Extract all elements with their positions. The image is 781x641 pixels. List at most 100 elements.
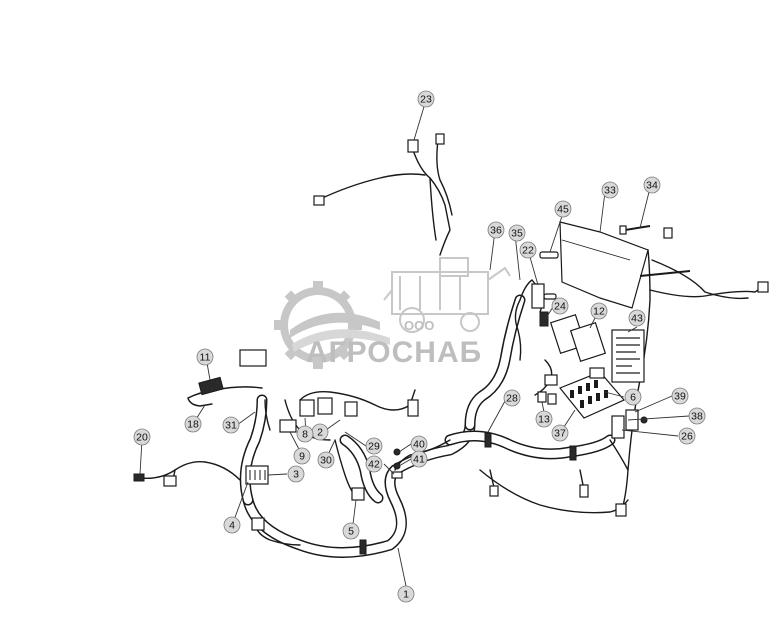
- callout-number: 24: [554, 301, 566, 313]
- callout-bubble: [410, 450, 428, 468]
- callout-11: 11: [196, 348, 214, 366]
- callout-number: 42: [368, 459, 380, 471]
- callout-bubble: [554, 200, 572, 218]
- connector-24: [539, 311, 549, 327]
- callout-29: 29: [365, 437, 383, 455]
- callout-26: 26: [678, 427, 696, 445]
- callout-13: 13: [535, 410, 553, 428]
- callout-number: 35: [511, 228, 523, 240]
- callout-bubble: [417, 90, 435, 108]
- callout-4: 4: [223, 516, 241, 534]
- callout-33: 33: [601, 181, 619, 199]
- callout-bubble: [628, 309, 646, 327]
- callout-1: 1: [397, 585, 415, 603]
- connector-34b: [663, 227, 673, 239]
- callout-bubble: [397, 585, 415, 603]
- callout-bubble: [678, 427, 696, 445]
- cable-tie-1: [484, 432, 492, 448]
- callout-bubble: [365, 455, 383, 473]
- terminal-20: [133, 473, 145, 482]
- callout-22: 22: [519, 241, 537, 259]
- callout-number: 40: [413, 439, 425, 451]
- connector-8b: [317, 397, 333, 415]
- connector-8a: [299, 399, 315, 417]
- connector-top-mid: [407, 399, 419, 417]
- nut-42: [391, 471, 403, 479]
- callout-number: 28: [506, 393, 518, 405]
- callout-20: 20: [133, 428, 151, 446]
- callout-number: 11: [200, 352, 211, 364]
- callout-5: 5: [342, 522, 360, 540]
- gear-icon: [274, 281, 390, 369]
- combine-harvester-icon: [383, 257, 511, 333]
- fuse-box: [559, 371, 625, 419]
- callout-9: 9: [293, 447, 311, 465]
- callout-bubble: [296, 425, 314, 443]
- callout-36: 36: [487, 221, 505, 239]
- callout-28: 28: [503, 389, 521, 407]
- callout-bubble: [184, 415, 202, 433]
- callout-number: 12: [593, 306, 605, 318]
- callout-bubble: [624, 388, 642, 406]
- callout-number: 9: [299, 451, 305, 463]
- connector-top-left: [239, 349, 267, 367]
- callout-bubble: [590, 302, 608, 320]
- callout-38: 38: [688, 407, 706, 425]
- callout-number: 41: [413, 454, 425, 466]
- callout-number: 26: [681, 431, 693, 443]
- clip-5: [351, 487, 365, 501]
- callout-42: 42: [365, 455, 383, 473]
- callout-bubble: [643, 176, 661, 194]
- callout-23: 23: [417, 90, 435, 108]
- callout-35: 35: [508, 224, 526, 242]
- callout-number: 43: [631, 313, 643, 325]
- callout-number: 33: [604, 185, 616, 197]
- callout-30: 30: [317, 451, 335, 469]
- callout-43: 43: [628, 309, 646, 327]
- callout-bubble: [365, 437, 383, 455]
- callout-bubble: [342, 522, 360, 540]
- connector-11: [198, 376, 224, 396]
- callout-number: 45: [557, 204, 569, 216]
- connector-4: [251, 517, 265, 531]
- connector-20b: [163, 475, 177, 487]
- callout-3: 3: [287, 465, 305, 483]
- callout-45: 45: [554, 200, 572, 218]
- connector-22: [531, 283, 545, 309]
- callout-number: 37: [554, 428, 566, 440]
- callout-41: 41: [410, 450, 428, 468]
- callout-bubble: [487, 221, 505, 239]
- connector-2: [344, 401, 358, 417]
- callout-bubble: [508, 224, 526, 242]
- connector-13: [544, 374, 558, 386]
- callout-31: 31: [222, 416, 240, 434]
- callout-number: 29: [368, 441, 380, 453]
- callout-bubble: [317, 451, 335, 469]
- connector-23c: [313, 195, 325, 206]
- callout-number: 36: [490, 225, 502, 237]
- callout-number: 22: [522, 245, 534, 257]
- callout-bubble: [688, 407, 706, 425]
- connector-right: [757, 281, 769, 293]
- callout-number: 38: [691, 411, 703, 423]
- connector-9: [279, 419, 297, 433]
- callout-bubble: [601, 181, 619, 199]
- callout-number: 31: [225, 420, 237, 432]
- callout-40: 40: [410, 435, 428, 453]
- watermark-company-type: ООО: [404, 318, 434, 333]
- washer-41: [393, 462, 401, 470]
- callout-bubble: [287, 465, 305, 483]
- connector-26: [611, 415, 625, 439]
- callout-number: 13: [538, 414, 550, 426]
- callout-number: 4: [229, 520, 235, 532]
- cable-tie-2: [569, 445, 577, 461]
- callout-bubble: [519, 241, 537, 259]
- callout-bubble: [293, 447, 311, 465]
- callout-2: 2: [311, 423, 329, 441]
- callout-34: 34: [643, 176, 661, 194]
- fuse: [589, 367, 605, 379]
- connector-bottom-3: [615, 503, 627, 517]
- callout-8: 8: [296, 425, 314, 443]
- watermark-company-name: АГРОСНАБ: [306, 336, 482, 369]
- callout-6: 6: [624, 388, 642, 406]
